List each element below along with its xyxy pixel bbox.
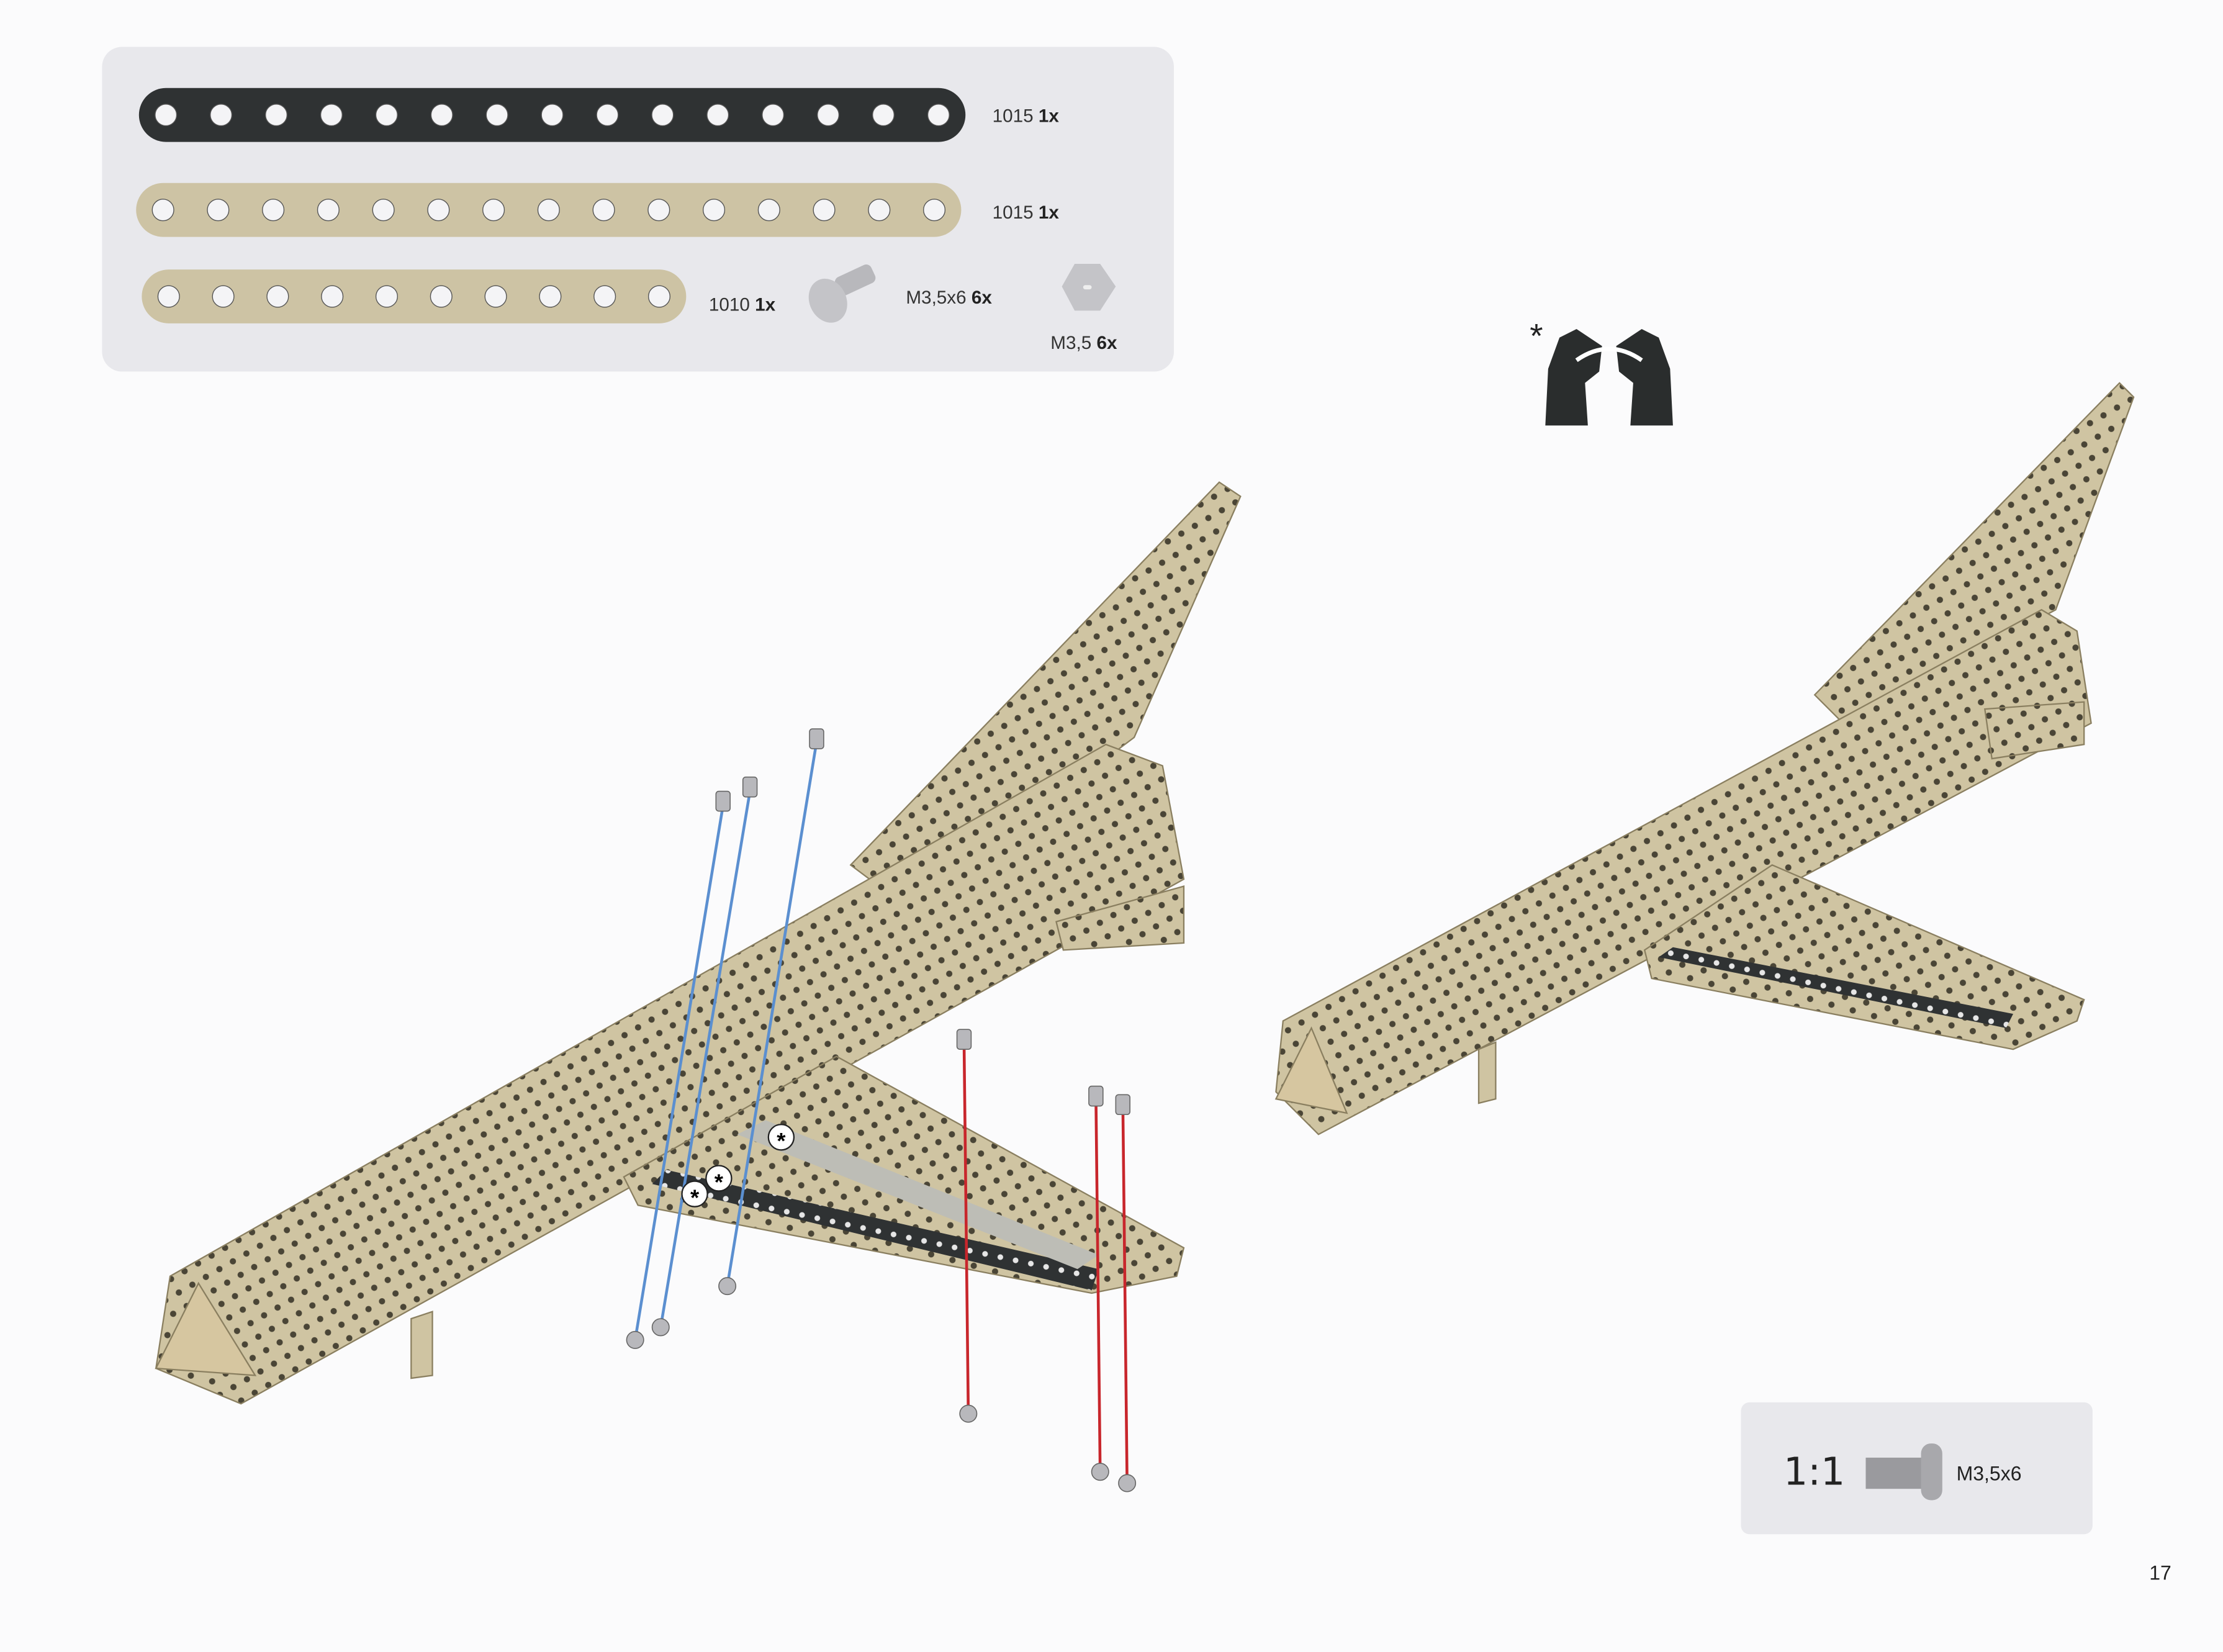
strip-hole	[262, 199, 285, 222]
hands-bend-icon: *	[1530, 317, 1673, 426]
strip-1015-beige	[136, 183, 962, 237]
strip-hole	[927, 104, 950, 127]
asterisk-markers: * * *	[681, 1124, 795, 1210]
strip-hole	[264, 104, 288, 127]
part-label-screw: M3,5x6 6x	[906, 287, 992, 308]
strip-hole	[212, 285, 235, 308]
strip-hole	[375, 104, 398, 127]
strip-hole	[868, 199, 891, 222]
part-label-1015-dark: 1015 1x	[993, 106, 1060, 127]
strip-hole	[320, 104, 343, 127]
strip-hole	[482, 199, 505, 222]
strip-body	[142, 269, 687, 323]
scale-ratio: 1:1	[1783, 1449, 1845, 1494]
strip-hole	[706, 104, 729, 127]
strip-hole	[703, 199, 726, 222]
parts-list-panel: 1015 1x 1015 1x 1010 1x M3,5x6 6x M3,5 6…	[102, 47, 1174, 372]
strip-1010-beige	[142, 269, 687, 323]
strip-hole	[485, 104, 508, 127]
strip-hole	[651, 104, 674, 127]
part-label-nut: M3,5 6x	[1050, 333, 1117, 353]
strip-hole	[157, 285, 180, 308]
strip-hole	[427, 199, 450, 222]
strip-hole	[762, 104, 785, 127]
hint-asterisk: *	[1530, 317, 1543, 355]
strip-hole	[593, 285, 616, 308]
screw-icon	[808, 264, 876, 323]
scale-reference-box: 1:1 M3,5x6	[1741, 1402, 2093, 1535]
scale-part-label: M3,5x6	[1957, 1462, 2022, 1484]
strip-hole	[647, 199, 670, 222]
strip-hole	[430, 285, 453, 308]
strip-hole	[592, 199, 615, 222]
nuts	[626, 1277, 1137, 1492]
strip-hole	[266, 285, 289, 308]
strip-hole	[372, 199, 395, 222]
strip-hole	[647, 285, 671, 308]
assembly-step-model: * * *	[155, 481, 1242, 1492]
nut-icon	[1062, 263, 1116, 311]
screws	[715, 728, 1130, 1116]
strip-hole	[537, 199, 560, 222]
screw-side-icon	[1865, 1443, 1942, 1501]
svg-text:*: *	[715, 1169, 724, 1194]
strip-hole	[757, 199, 780, 222]
page-number: 17	[2149, 1561, 2171, 1584]
strip-hole	[155, 104, 178, 127]
strip-hole	[210, 104, 233, 127]
strip-hole	[207, 199, 230, 222]
part-label-1015-beige: 1015 1x	[993, 202, 1060, 223]
strip-1015-dark	[138, 88, 966, 142]
strip-hole	[151, 199, 174, 222]
strip-hole	[817, 104, 840, 127]
svg-text:*: *	[690, 1185, 700, 1210]
strip-hole	[922, 199, 946, 222]
strip-hole	[430, 104, 453, 127]
strip-hole	[317, 199, 340, 222]
strip-hole	[596, 104, 619, 127]
strip-hole	[539, 285, 562, 308]
svg-text:*: *	[777, 1128, 786, 1153]
strip-hole	[813, 199, 836, 222]
strip-hole	[541, 104, 564, 127]
blue-guide-lines	[633, 741, 818, 1340]
strip-hole	[872, 104, 895, 127]
assembly-result-model	[1274, 382, 2135, 1135]
red-guide-lines	[962, 1042, 1129, 1484]
strip-hole	[375, 285, 399, 308]
part-label-1010: 1010 1x	[709, 294, 776, 315]
strip-hole	[484, 285, 507, 308]
strip-hole	[321, 285, 344, 308]
